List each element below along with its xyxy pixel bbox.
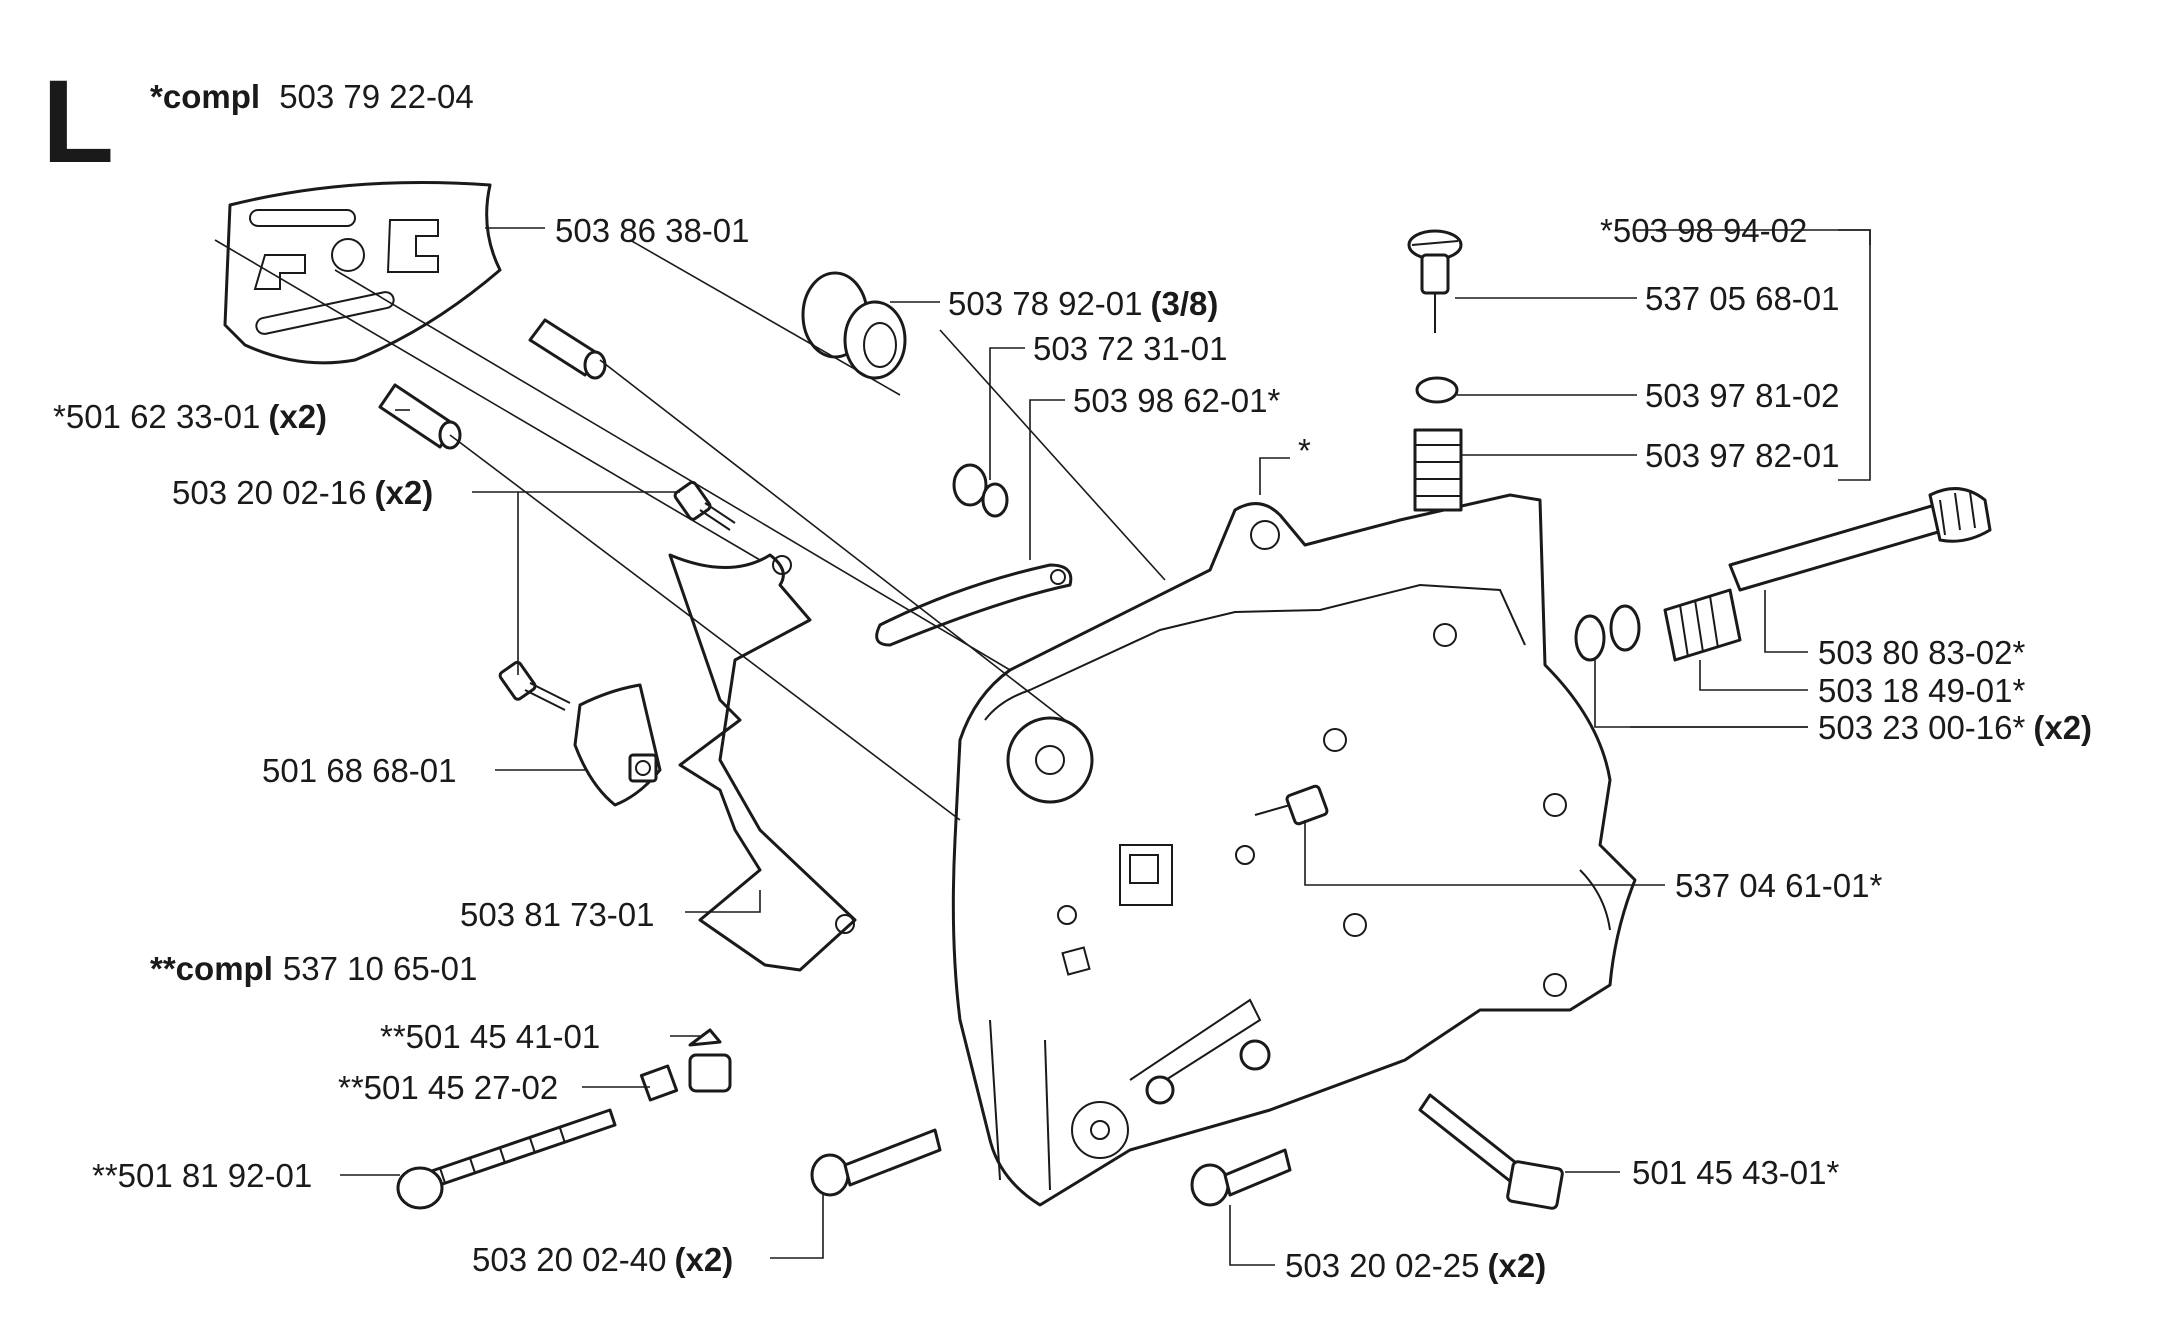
subassembly-number: 537 10 65-01 <box>283 950 478 987</box>
bolt <box>1418 1093 1564 1210</box>
adjusting-screw-stack <box>1407 229 1463 512</box>
label-tensioner-pin: **501 45 41-01 <box>380 1018 600 1055</box>
pin <box>952 463 1009 518</box>
label-spring: 503 97 82-01 <box>1645 437 1840 474</box>
label-screw-16: 503 20 02-16(x2) <box>172 474 433 511</box>
subassembly-prefix: **compl <box>150 950 273 987</box>
label-bar-plate: 503 86 38-01 <box>555 212 750 249</box>
label-screw-40-qty: (x2) <box>675 1241 734 1278</box>
label-tensioner-screw: **501 81 92-01 <box>92 1157 312 1194</box>
label-washers-pair: 503 23 00-16*(x2) <box>1818 709 2092 746</box>
lever <box>875 563 1073 647</box>
label-bracket: 501 68 68-01 <box>262 752 457 789</box>
label-lever: 503 98 62-01* <box>1073 382 1281 419</box>
screw-40 <box>810 1128 942 1197</box>
label-shaft: 503 80 83-02* <box>1818 634 2026 671</box>
label-plug-number: 503 78 92-01 <box>948 285 1143 322</box>
label-plug: 503 78 92-01(3/8) <box>948 285 1218 322</box>
label-washers-pair-number: 503 23 00-16* <box>1818 709 2026 746</box>
label-nozzle: 537 04 61-01* <box>1675 867 1883 904</box>
label-screw-40-number: 503 20 02-40 <box>472 1241 667 1278</box>
label-cover-plate: 503 81 73-01 <box>460 896 655 933</box>
part-labels: 503 86 38-01 *501 62 33-01(x2) 503 20 02… <box>53 212 2092 1284</box>
leader-lines <box>214 227 1871 1266</box>
label-spacer: *501 62 33-01(x2) <box>53 398 327 435</box>
label-screw-16-qty: (x2) <box>375 474 434 511</box>
label-tensioner-nut: **501 45 27-02 <box>338 1069 558 1106</box>
plug <box>801 271 907 380</box>
label-washer: 503 97 81-02 <box>1645 377 1840 414</box>
subassembly-label: **compl 537 10 65-01 <box>150 950 477 987</box>
header-assembly-label: *compl 503 79 22-04 <box>150 78 474 115</box>
label-cover-star: * <box>1298 432 1311 469</box>
adjuster-shaft-assembly <box>1574 487 1992 662</box>
oil-nozzle <box>1254 784 1329 826</box>
bracket <box>573 683 662 807</box>
label-spacer-qty: (x2) <box>268 398 327 435</box>
label-spacer-number: *501 62 33-01 <box>53 398 260 435</box>
screws-16 <box>498 480 736 711</box>
label-coil-spring: 503 18 49-01* <box>1818 672 2026 709</box>
label-bolt: 501 45 43-01* <box>1632 1154 1840 1191</box>
screw-25 <box>1190 1148 1292 1207</box>
label-washers-pair-qty: (x2) <box>2033 709 2092 746</box>
chain-tensioner <box>396 1028 732 1210</box>
label-screw-25-qty: (x2) <box>1488 1247 1547 1284</box>
cover-plate <box>668 553 857 972</box>
label-pin: 503 72 31-01 <box>1033 330 1228 367</box>
guide-bar-plate <box>223 181 502 365</box>
label-adj-screw: 537 05 68-01 <box>1645 280 1840 317</box>
section-letter: L <box>42 56 114 188</box>
label-screw-40: 503 20 02-40(x2) <box>472 1241 733 1278</box>
label-screw-16-number: 503 20 02-16 <box>172 474 367 511</box>
label-kit: *503 98 94-02 <box>1600 212 1807 249</box>
label-screw-25: 503 20 02-25(x2) <box>1285 1247 1546 1284</box>
label-plug-note: (3/8) <box>1151 285 1219 322</box>
label-screw-25-number: 503 20 02-25 <box>1285 1247 1480 1284</box>
header-prefix: *compl <box>150 78 260 115</box>
spacer-sleeves <box>378 318 607 450</box>
clutch-cover-housing <box>951 493 1637 1207</box>
header-number: 503 79 22-04 <box>279 78 474 115</box>
